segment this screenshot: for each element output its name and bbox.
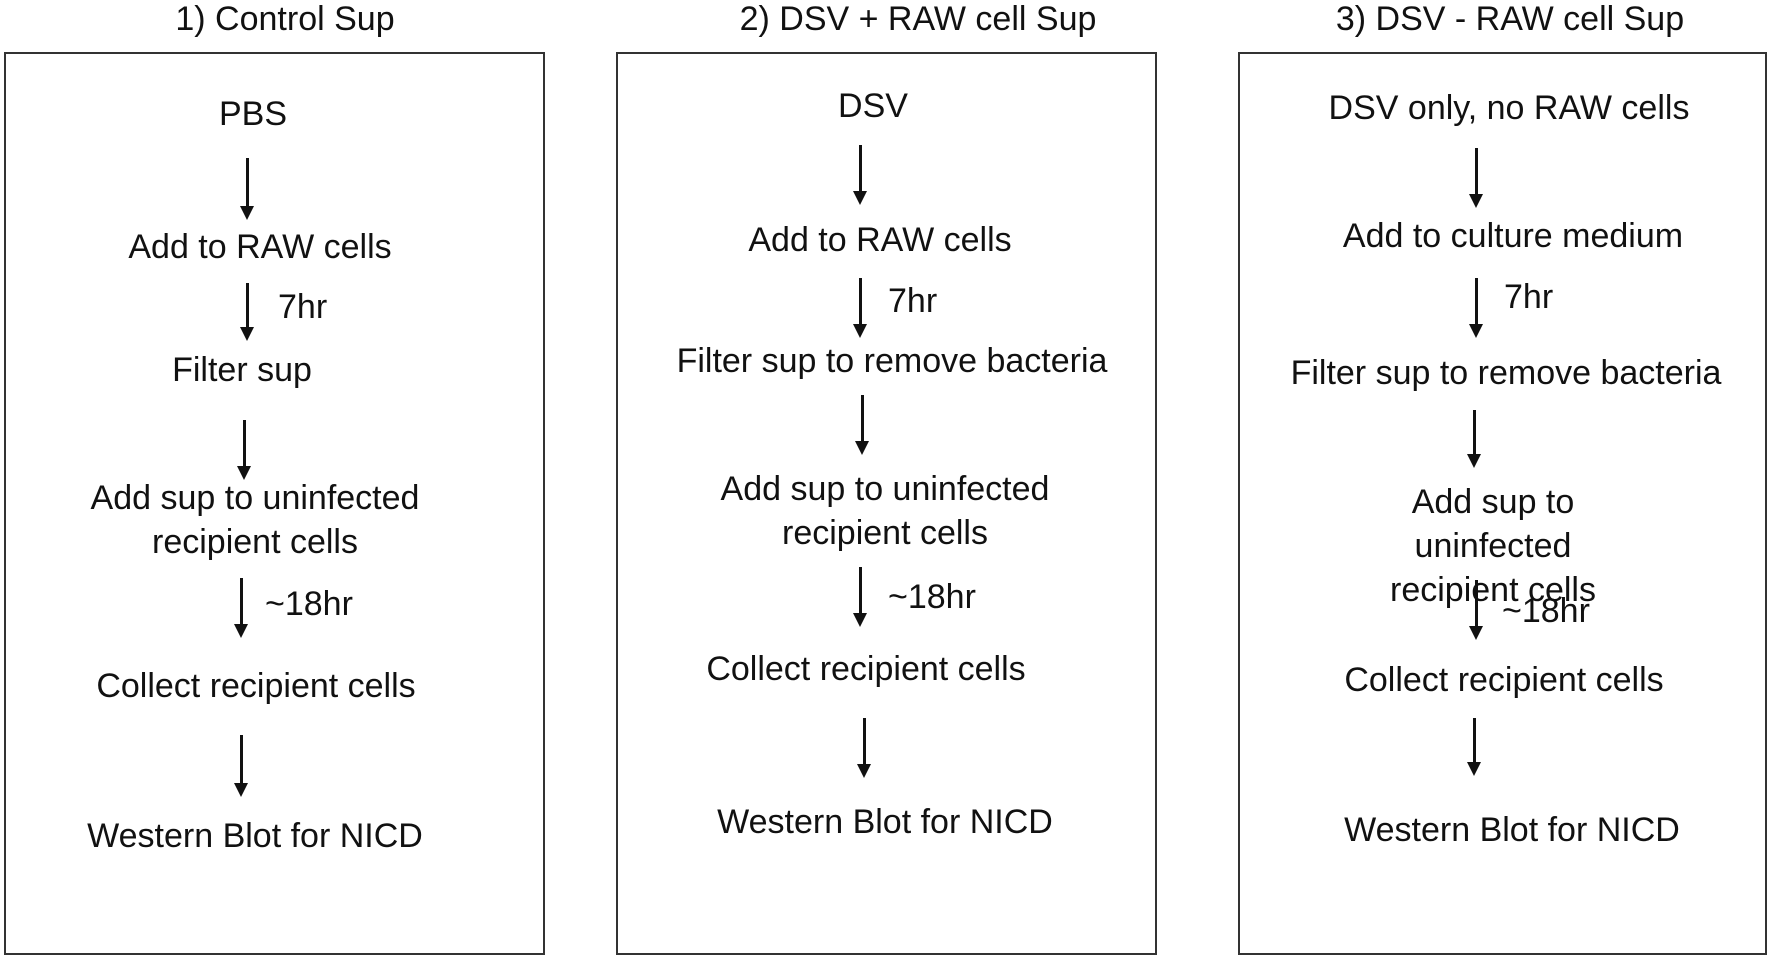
arrow-down-icon <box>1464 718 1484 776</box>
arrow-down-icon <box>850 278 870 338</box>
arrow-down-icon <box>237 158 257 220</box>
step-5: Collect recipient cells <box>706 650 1026 688</box>
step-3: Filter sup <box>172 351 312 389</box>
step-6: Western Blot for NICD <box>87 817 423 855</box>
step-4-text: Add sup to uninfected recipient cells <box>720 470 1050 552</box>
step-6: Western Blot for NICD <box>717 803 1053 841</box>
step-4: Add sup to uninfected recipient cells <box>721 467 1050 555</box>
arrow-down-icon <box>1466 278 1486 338</box>
panel-box <box>4 52 545 955</box>
panel-box <box>1238 52 1767 955</box>
arrow-label: 7hr <box>888 282 938 320</box>
step-4-text: Add sup to uninfected recipient cells <box>90 479 420 561</box>
step-3: Filter sup to remove bacteria <box>676 342 1108 380</box>
step-4-text: Add sup to uninfected recipient cells <box>1390 483 1596 609</box>
step-5: Collect recipient cells <box>1344 661 1664 699</box>
panel-title: 1) Control Sup <box>175 0 395 38</box>
arrow-label: ~18hr <box>265 585 353 623</box>
arrow-label: 7hr <box>1504 278 1554 316</box>
arrow-down-icon <box>234 420 254 480</box>
step-1: DSV only, no RAW cells <box>1328 89 1690 127</box>
arrow-down-icon <box>237 283 257 341</box>
arrow-down-icon <box>231 735 251 797</box>
arrow-down-icon <box>1464 410 1484 468</box>
step-1: PBS <box>218 95 288 133</box>
arrow-label: 7hr <box>278 288 328 326</box>
step-4: Add sup to uninfected recipient cells <box>1354 480 1633 612</box>
arrow-down-icon <box>852 395 872 455</box>
arrow-down-icon <box>1466 148 1486 208</box>
panel-title: 3) DSV - RAW cell Sup <box>1335 0 1685 38</box>
panel-box <box>616 52 1157 955</box>
step-2: Add to RAW cells <box>748 221 1012 259</box>
step-2: Add to culture medium <box>1342 217 1684 255</box>
step-4: Add sup to uninfected recipient cells <box>91 476 420 564</box>
arrow-down-icon <box>1466 580 1486 640</box>
arrow-down-icon <box>231 578 251 638</box>
step-2: Add to RAW cells <box>128 228 392 266</box>
arrow-label: ~18hr <box>1502 592 1590 630</box>
step-3: Filter sup to remove bacteria <box>1290 354 1722 392</box>
step-6: Western Blot for NICD <box>1344 811 1680 849</box>
arrow-down-icon <box>850 145 870 205</box>
arrow-down-icon <box>850 567 870 627</box>
panel-title: 2) DSV + RAW cell Sup <box>739 0 1097 38</box>
step-5: Collect recipient cells <box>96 667 416 705</box>
arrow-down-icon <box>854 718 874 778</box>
step-1: DSV <box>838 87 908 125</box>
arrow-label: ~18hr <box>888 578 976 616</box>
